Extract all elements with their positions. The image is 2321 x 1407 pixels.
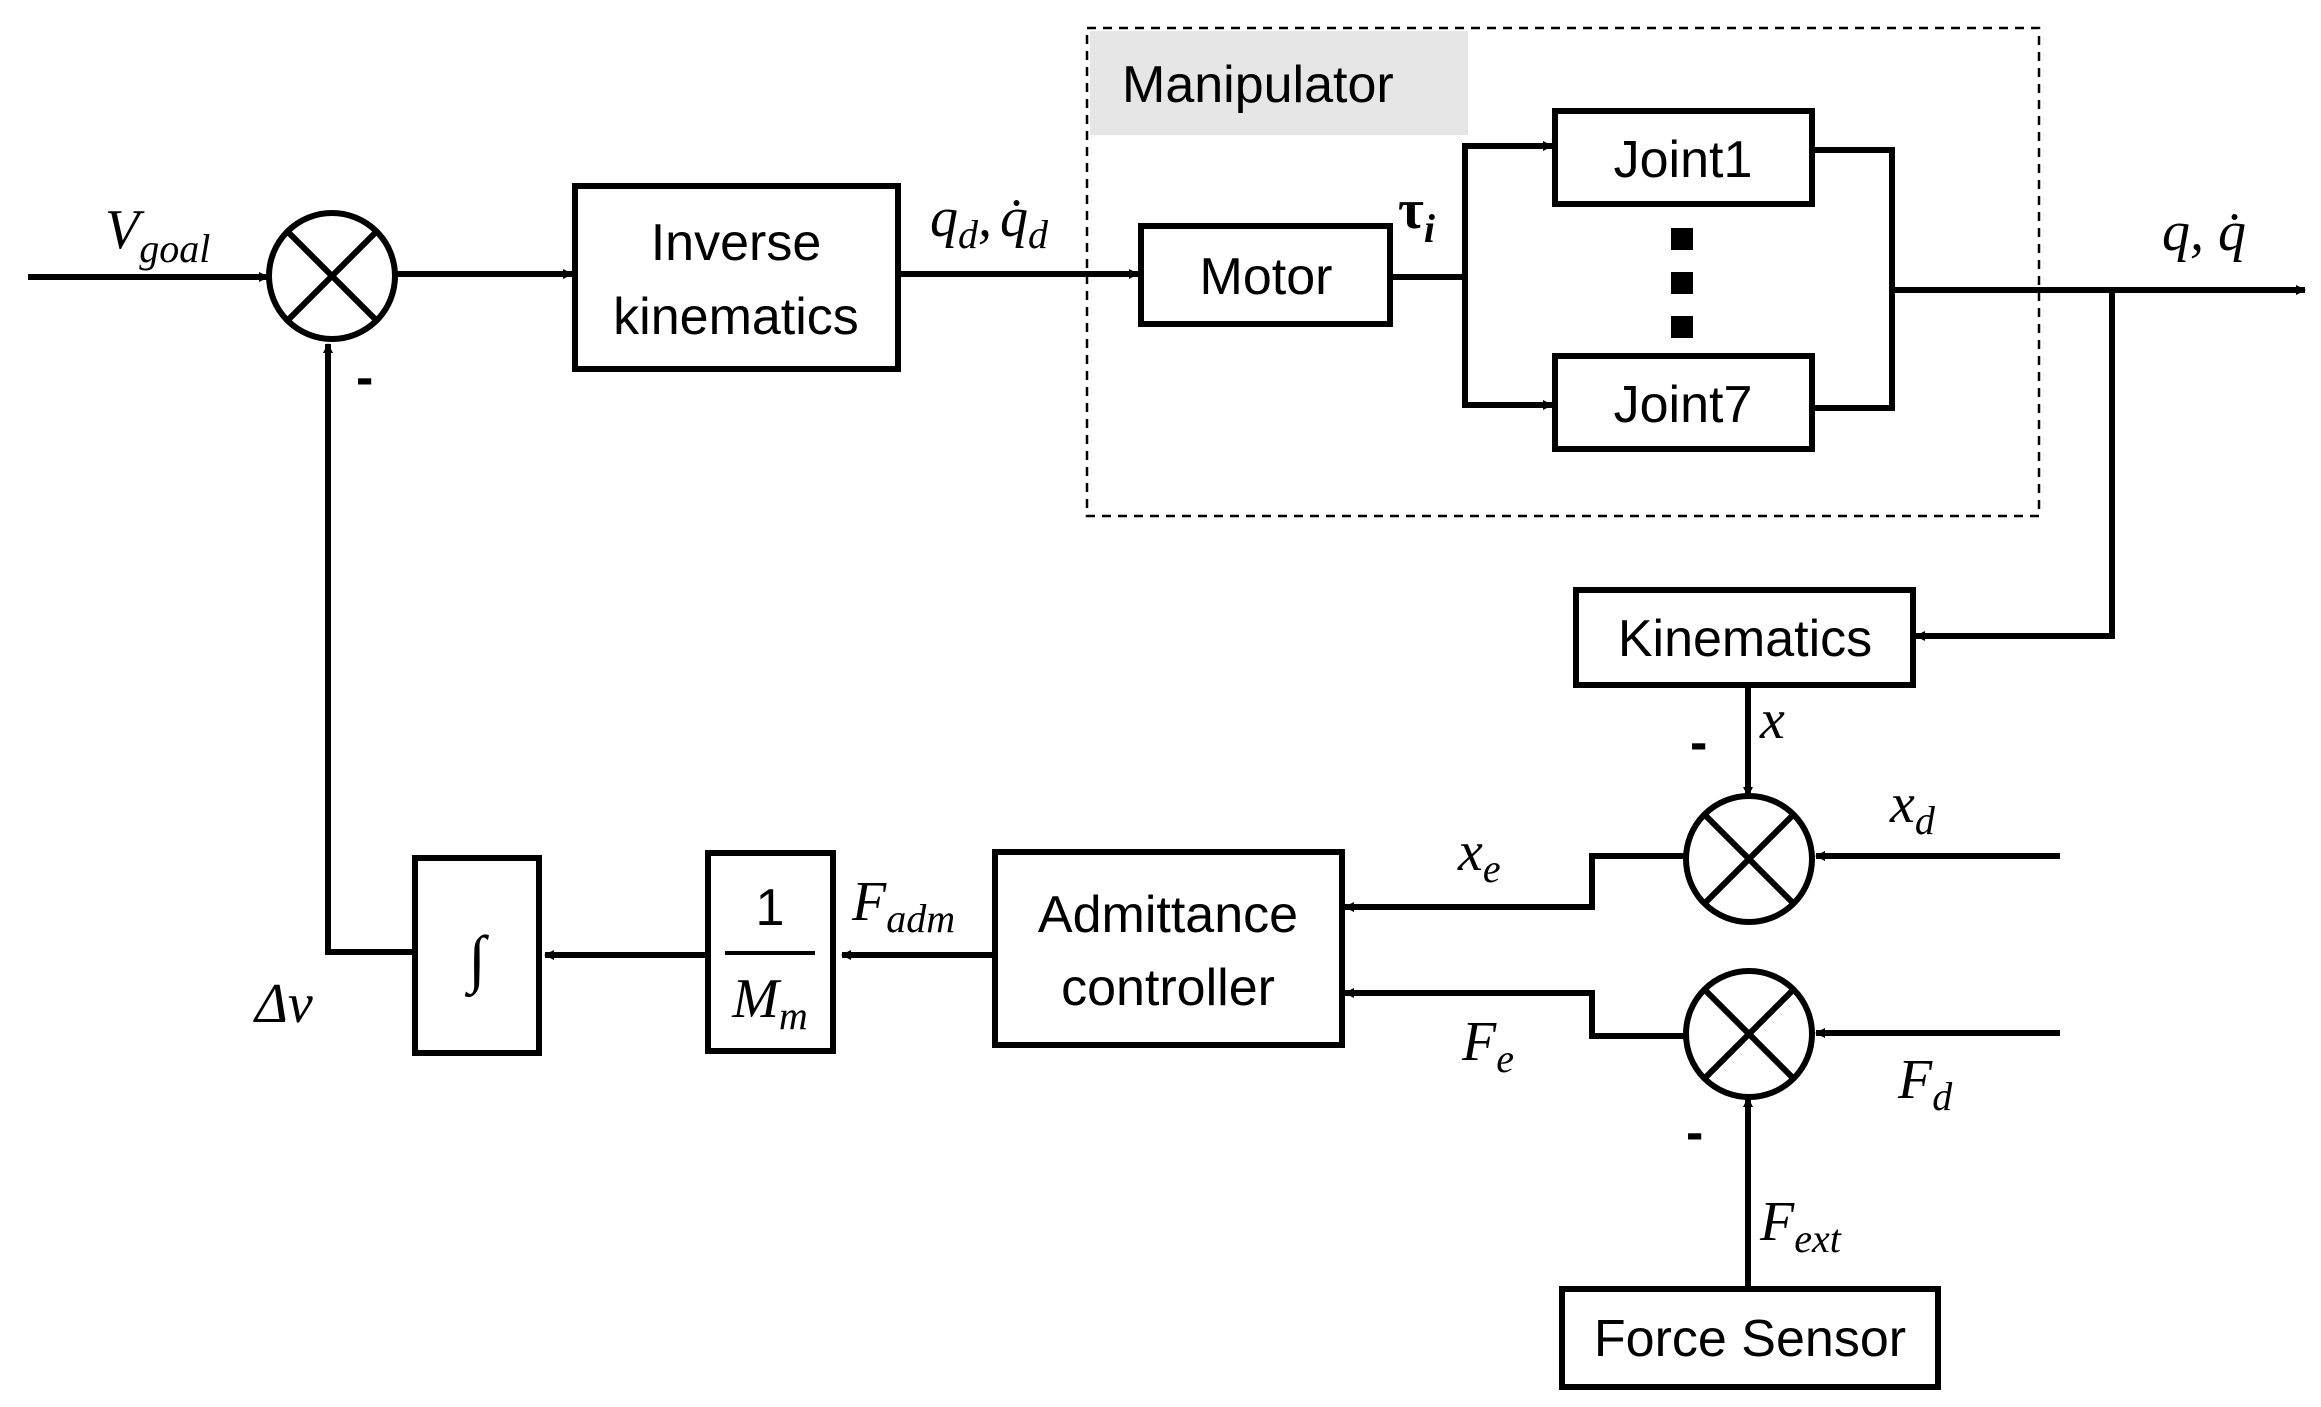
f-d-label: Fd [1897,1049,1953,1119]
motor-label: Motor [1200,248,1333,306]
kinematics-label: Kinematics [1618,610,1872,668]
tau-label: τi [1398,179,1435,251]
joint7-label: Joint7 [1614,376,1753,434]
integrator-symbol: ∫ [464,923,489,998]
integrator-block [412,855,542,1056]
manipulator-group-label-bg [1090,31,1468,135]
force-sensor-label: Force Sensor [1594,1310,1906,1368]
q-output-label: q, q̇ [2162,201,2246,263]
f-e-label: Fe [1461,1011,1514,1081]
sum-junction-velocity [266,210,398,342]
x-d-label: xd [1889,773,1936,843]
mass-gain-denominator: Mm [731,968,808,1038]
admittance-controller-block [992,849,1345,1048]
delta-v-label: Δv [253,973,313,1035]
signal-wires [28,141,2306,1286]
x-label: x [1759,689,1785,751]
joint-ellipsis-dots [1671,228,1693,338]
minus-sign-velocity: - [356,349,373,407]
mass-gain-numerator: 1 [756,879,785,937]
qd-label: qd,q̇d [930,187,1049,257]
joint1-label: Joint1 [1614,131,1753,189]
f-adm-label: Fadm [851,871,955,941]
sum-junction-position [1683,793,1815,925]
sum-junction-force [1683,968,1815,1100]
admittance-label-line2: controller [1061,959,1275,1017]
f-ext-label: Fext [1759,1191,1842,1261]
minus-sign-position: - [1690,714,1707,772]
v-goal-label: Vgoal [105,199,210,271]
joint7-block [1552,353,1815,452]
force-sensor-block [1559,1286,1941,1390]
inverse-kinematics-block [572,183,901,372]
kinematics-block [1573,587,1916,688]
joint1-block [1552,108,1815,207]
motor-block [1138,223,1393,327]
manipulator-group-title: Manipulator [1122,56,1394,114]
admittance-label-line1: Admittance [1038,886,1298,944]
x-e-label: xe [1457,821,1501,891]
inverse-kinematics-label-line2: kinematics [613,288,859,346]
inverse-kinematics-label-line1: Inverse [651,214,822,272]
minus-sign-force: - [1686,1104,1703,1162]
